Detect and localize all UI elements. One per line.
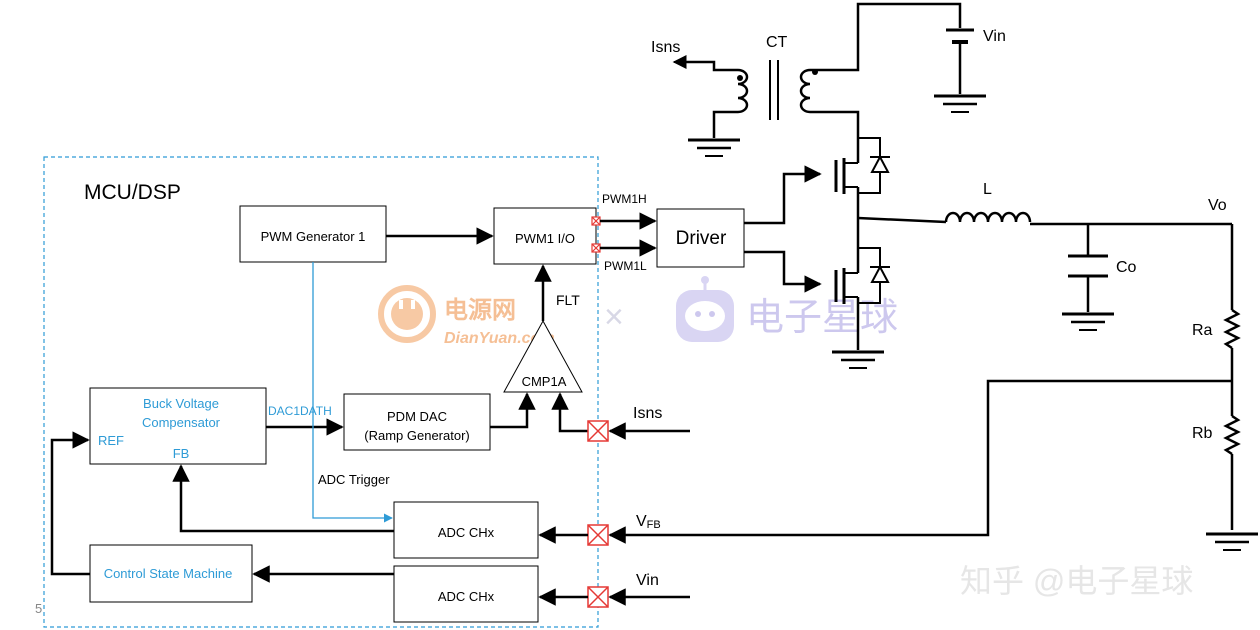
ground-rb <box>1204 532 1260 552</box>
pwm1l-label: PWM1L <box>604 259 647 273</box>
wire-switch-node <box>857 216 947 224</box>
isns-output-label: Isns <box>651 39 680 56</box>
pwm1h-label: PWM1H <box>602 192 647 206</box>
mosfet-high-side <box>834 137 890 218</box>
vfb-label: VFB <box>636 513 661 531</box>
capacitor-label: Co <box>1116 259 1137 276</box>
pin-vfb <box>587 524 609 546</box>
inductor-l <box>944 211 1032 223</box>
wire-pdm-to-cmp <box>490 392 536 429</box>
watermark-robot-icon <box>676 276 734 342</box>
adc-label-vfb: ADC CHx <box>438 525 495 540</box>
wire-vfb-feedback <box>608 379 1232 544</box>
driver-block <box>656 208 745 268</box>
pin-pwm1l <box>591 243 601 253</box>
ct-dot-secondary <box>812 69 818 75</box>
resistor-rb <box>1223 414 1241 530</box>
vin-source <box>946 28 974 94</box>
resistor-ra <box>1223 224 1241 416</box>
vin-input-label: Vin <box>636 572 659 589</box>
control-state-machine-label: Control State Machine <box>104 566 233 581</box>
ref-label: REF <box>98 433 124 448</box>
ground-ct <box>686 138 742 158</box>
adc-block-vfb <box>393 501 539 559</box>
watermark-zhihu: 知乎 @电子星球 <box>960 563 1193 599</box>
wire-adc-trigger <box>312 262 393 523</box>
ground-co <box>1060 312 1116 332</box>
wire-driver-high-gate <box>744 165 822 225</box>
rb-label: Rb <box>1192 425 1213 442</box>
pdm-dac-line2: (Ramp Generator) <box>364 428 469 443</box>
ct-label: CT <box>766 34 788 51</box>
mcu-boundary <box>43 156 599 628</box>
page-number: 5 <box>35 601 42 616</box>
driver-label: Driver <box>676 228 727 249</box>
pwm-io-block <box>493 207 597 265</box>
vfb-subscript: FB <box>647 519 661 531</box>
pin-isns <box>587 420 609 442</box>
vin-label: Vin <box>983 28 1006 45</box>
vo-label: Vo <box>1208 197 1227 214</box>
watermark-dianyuan-en: DianYuan.com <box>444 330 555 347</box>
pwm-generator-label: PWM Generator 1 <box>261 229 366 244</box>
watermark-dianyuan-logo: 电源网 DianYuan.com <box>378 285 555 347</box>
ground-vin <box>932 94 988 114</box>
pin-vin <box>587 586 609 608</box>
current-transformer <box>678 2 962 138</box>
comparator-triangle <box>503 319 583 393</box>
wire-adc-to-fb <box>172 464 394 533</box>
ground-low-side <box>830 350 886 370</box>
adc-label-vin: ADC CHx <box>438 589 495 604</box>
mcu-title: MCU/DSP <box>84 181 181 204</box>
buck-compensator-block <box>89 387 267 465</box>
capacitor-co <box>1068 224 1108 312</box>
adc-trigger-label: ADC Trigger <box>318 472 390 487</box>
comparator-label: CMP1A <box>522 374 567 389</box>
pin-pwm1h <box>591 216 601 226</box>
wire-csm-to-ref <box>50 431 90 576</box>
wire-driver-low-gate <box>744 250 822 293</box>
mosfet-low-side <box>834 218 890 350</box>
pdm-dac-block <box>343 393 491 451</box>
adc-block-vin <box>393 565 539 623</box>
wire-isns-to-cmp <box>551 392 588 433</box>
flt-label: FLT <box>556 292 580 308</box>
ct-dot-primary <box>737 75 743 81</box>
inductor-label: L <box>983 181 992 198</box>
isns-input-label: Isns <box>633 405 662 422</box>
buck-compensator-line1: Buck Voltage <box>143 396 219 411</box>
ra-label: Ra <box>1192 322 1213 339</box>
buck-compensator-line2: Compensator <box>142 415 221 430</box>
fb-label: FB <box>173 446 190 461</box>
pdm-dac-line1: PDM DAC <box>387 409 447 424</box>
watermark-cross: × <box>604 298 624 336</box>
dac1dath-label: DAC1DATH <box>268 404 332 418</box>
watermark-dianyuan-cn: 电源网 <box>444 297 516 324</box>
pwm-io-label: PWM1 I/O <box>515 231 575 246</box>
